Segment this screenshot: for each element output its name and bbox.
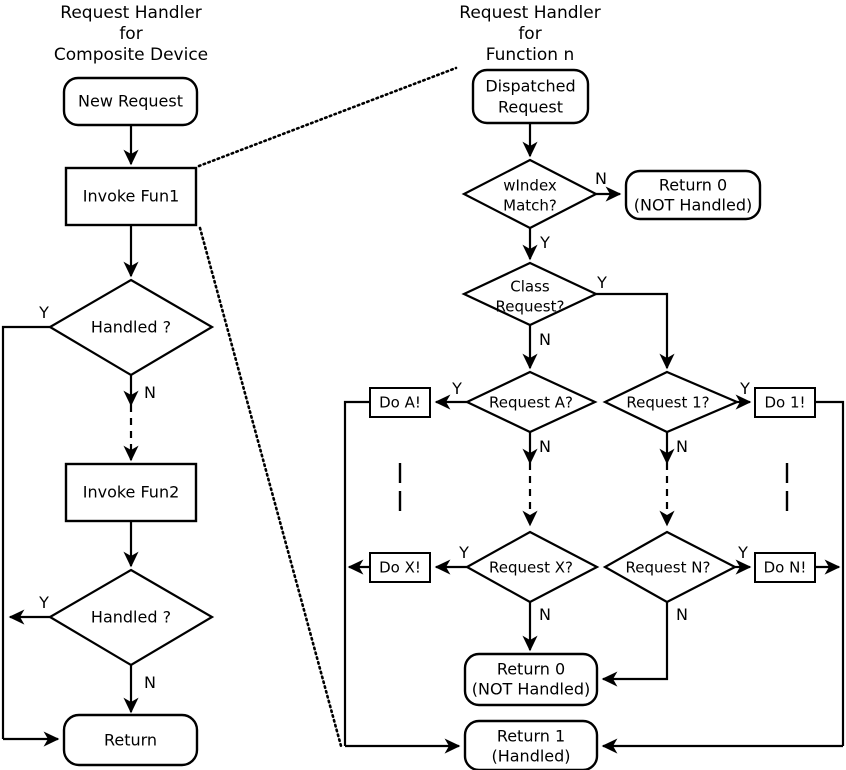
- request-1-yes-label: Y: [739, 379, 750, 398]
- handled-1-yes-label: Y: [38, 303, 49, 322]
- return0-top-line1: Return 0: [659, 176, 727, 195]
- expansion-connector-bottom: [198, 226, 343, 748]
- node-class-request[interactable]: Class Request?: [461, 261, 599, 327]
- request-a-yes-label: Y: [451, 379, 462, 398]
- return0-bottom-shape: [463, 652, 599, 707]
- do-a-label: Do A!: [379, 394, 421, 412]
- handled-1-no-label: N: [144, 383, 156, 402]
- node-request-a[interactable]: Request A?: [464, 370, 598, 434]
- handled-2-yes-label: Y: [38, 593, 49, 612]
- left-title-line1: Request Handler: [60, 3, 201, 23]
- class-no-label: N: [539, 330, 551, 349]
- node-do-a[interactable]: Do A!: [369, 387, 431, 418]
- request-a-label: Request A?: [489, 394, 573, 412]
- expansion-connector-top: [197, 66, 458, 168]
- do-n-label: Do N!: [764, 559, 807, 577]
- node-request-x[interactable]: Request X?: [464, 530, 600, 604]
- node-return1[interactable]: Return 1 (Handled): [463, 719, 599, 770]
- request-x-label: Request X?: [489, 559, 573, 577]
- edge-requestn-no-to-return0bottom: [601, 602, 669, 687]
- handled-2-no-label: N: [144, 673, 156, 692]
- node-do-1[interactable]: Do 1!: [754, 387, 816, 418]
- edge-class-yes-to-request1: [596, 292, 675, 370]
- dispatched-request-line2: Request: [498, 98, 563, 117]
- invoke-fun2-label: Invoke Fun2: [83, 483, 180, 502]
- request-a-no-label: N: [539, 437, 551, 456]
- return1-line2: (Handled): [491, 747, 570, 766]
- node-return0-bottom[interactable]: Return 0 (NOT Handled): [463, 652, 599, 707]
- node-windex-match[interactable]: wIndex Match?: [461, 158, 599, 230]
- handled-1-label: Handled ?: [91, 318, 171, 337]
- do-x-shape: [369, 552, 431, 583]
- invoke-fun2-shape: [64, 462, 198, 523]
- request-n-yes-label: Y: [737, 543, 748, 562]
- node-invoke-fun2[interactable]: Invoke Fun2: [64, 462, 198, 523]
- request-1-no-label: N: [676, 437, 688, 456]
- left-panel-group: Request Handler for Composite Device New…: [1, 3, 215, 767]
- do-1-label: Do 1!: [764, 394, 805, 412]
- edge-do1-to-right-rail: [815, 400, 845, 746]
- node-return0-top[interactable]: Return 0 (NOT Handled): [624, 169, 762, 221]
- node-do-n[interactable]: Do N!: [754, 552, 816, 583]
- node-handled-1[interactable]: Handled ?: [47, 278, 215, 377]
- return-left-label: Return: [104, 731, 157, 750]
- invoke-fun1-shape: [64, 166, 198, 227]
- right-panel-group: Request Handler for Function n Dispatche…: [343, 3, 845, 770]
- node-invoke-fun1[interactable]: Invoke Fun1: [64, 166, 198, 227]
- return0-top-line2: (NOT Handled): [634, 196, 752, 215]
- node-request-n[interactable]: Request N?: [602, 530, 738, 604]
- do-x-label: Do X!: [379, 559, 421, 577]
- class-yes-label: Y: [596, 273, 607, 292]
- request-1-label: Request 1?: [626, 394, 709, 412]
- edge-doa-to-left-rail: [343, 400, 370, 746]
- right-title-line1: Request Handler: [459, 3, 600, 23]
- return1-shape: [463, 719, 599, 770]
- left-title-line2: for: [119, 24, 142, 44]
- return1-line1: Return 1: [497, 727, 565, 746]
- node-return-left[interactable]: Return: [62, 713, 199, 767]
- request-n-label: Request N?: [626, 559, 711, 577]
- right-title-line2: for: [518, 24, 541, 44]
- do-1-shape: [754, 387, 816, 418]
- request-x-no-label: N: [539, 605, 551, 624]
- class-request-line2: Request?: [496, 298, 565, 316]
- node-dispatched-request[interactable]: Dispatched Request: [471, 68, 590, 125]
- right-title-line3: Function n: [486, 45, 575, 65]
- return0-bottom-line2: (NOT Handled): [472, 680, 590, 699]
- return0-bottom-line1: Return 0: [497, 660, 565, 679]
- return-left-shape: [62, 713, 199, 767]
- new-request-label: New Request: [78, 92, 183, 111]
- return0-top-shape: [624, 169, 762, 221]
- windex-match-line2: Match?: [503, 197, 557, 215]
- windex-match-line1: wIndex: [503, 177, 557, 195]
- node-do-x[interactable]: Do X!: [369, 552, 431, 583]
- class-request-line1: Class: [510, 278, 550, 296]
- windex-no-label: N: [595, 169, 607, 188]
- edge-handled1-yes-to-return-rail: [1, 325, 50, 739]
- windex-yes-label: Y: [539, 233, 550, 252]
- handled-2-label: Handled ?: [91, 608, 171, 627]
- do-a-shape: [369, 387, 431, 418]
- dispatched-request-line1: Dispatched: [485, 77, 575, 96]
- left-panel-title: Request Handler for Composite Device: [54, 3, 208, 65]
- node-request-1[interactable]: Request 1?: [602, 370, 740, 434]
- request-n-no-label: N: [676, 605, 688, 624]
- node-handled-2[interactable]: Handled ?: [47, 568, 215, 667]
- invoke-fun1-label: Invoke Fun1: [83, 187, 180, 206]
- node-new-request[interactable]: New Request: [62, 76, 199, 127]
- left-title-line3: Composite Device: [54, 45, 208, 65]
- request-x-yes-label: Y: [458, 543, 469, 562]
- right-panel-title: Request Handler for Function n: [459, 3, 600, 65]
